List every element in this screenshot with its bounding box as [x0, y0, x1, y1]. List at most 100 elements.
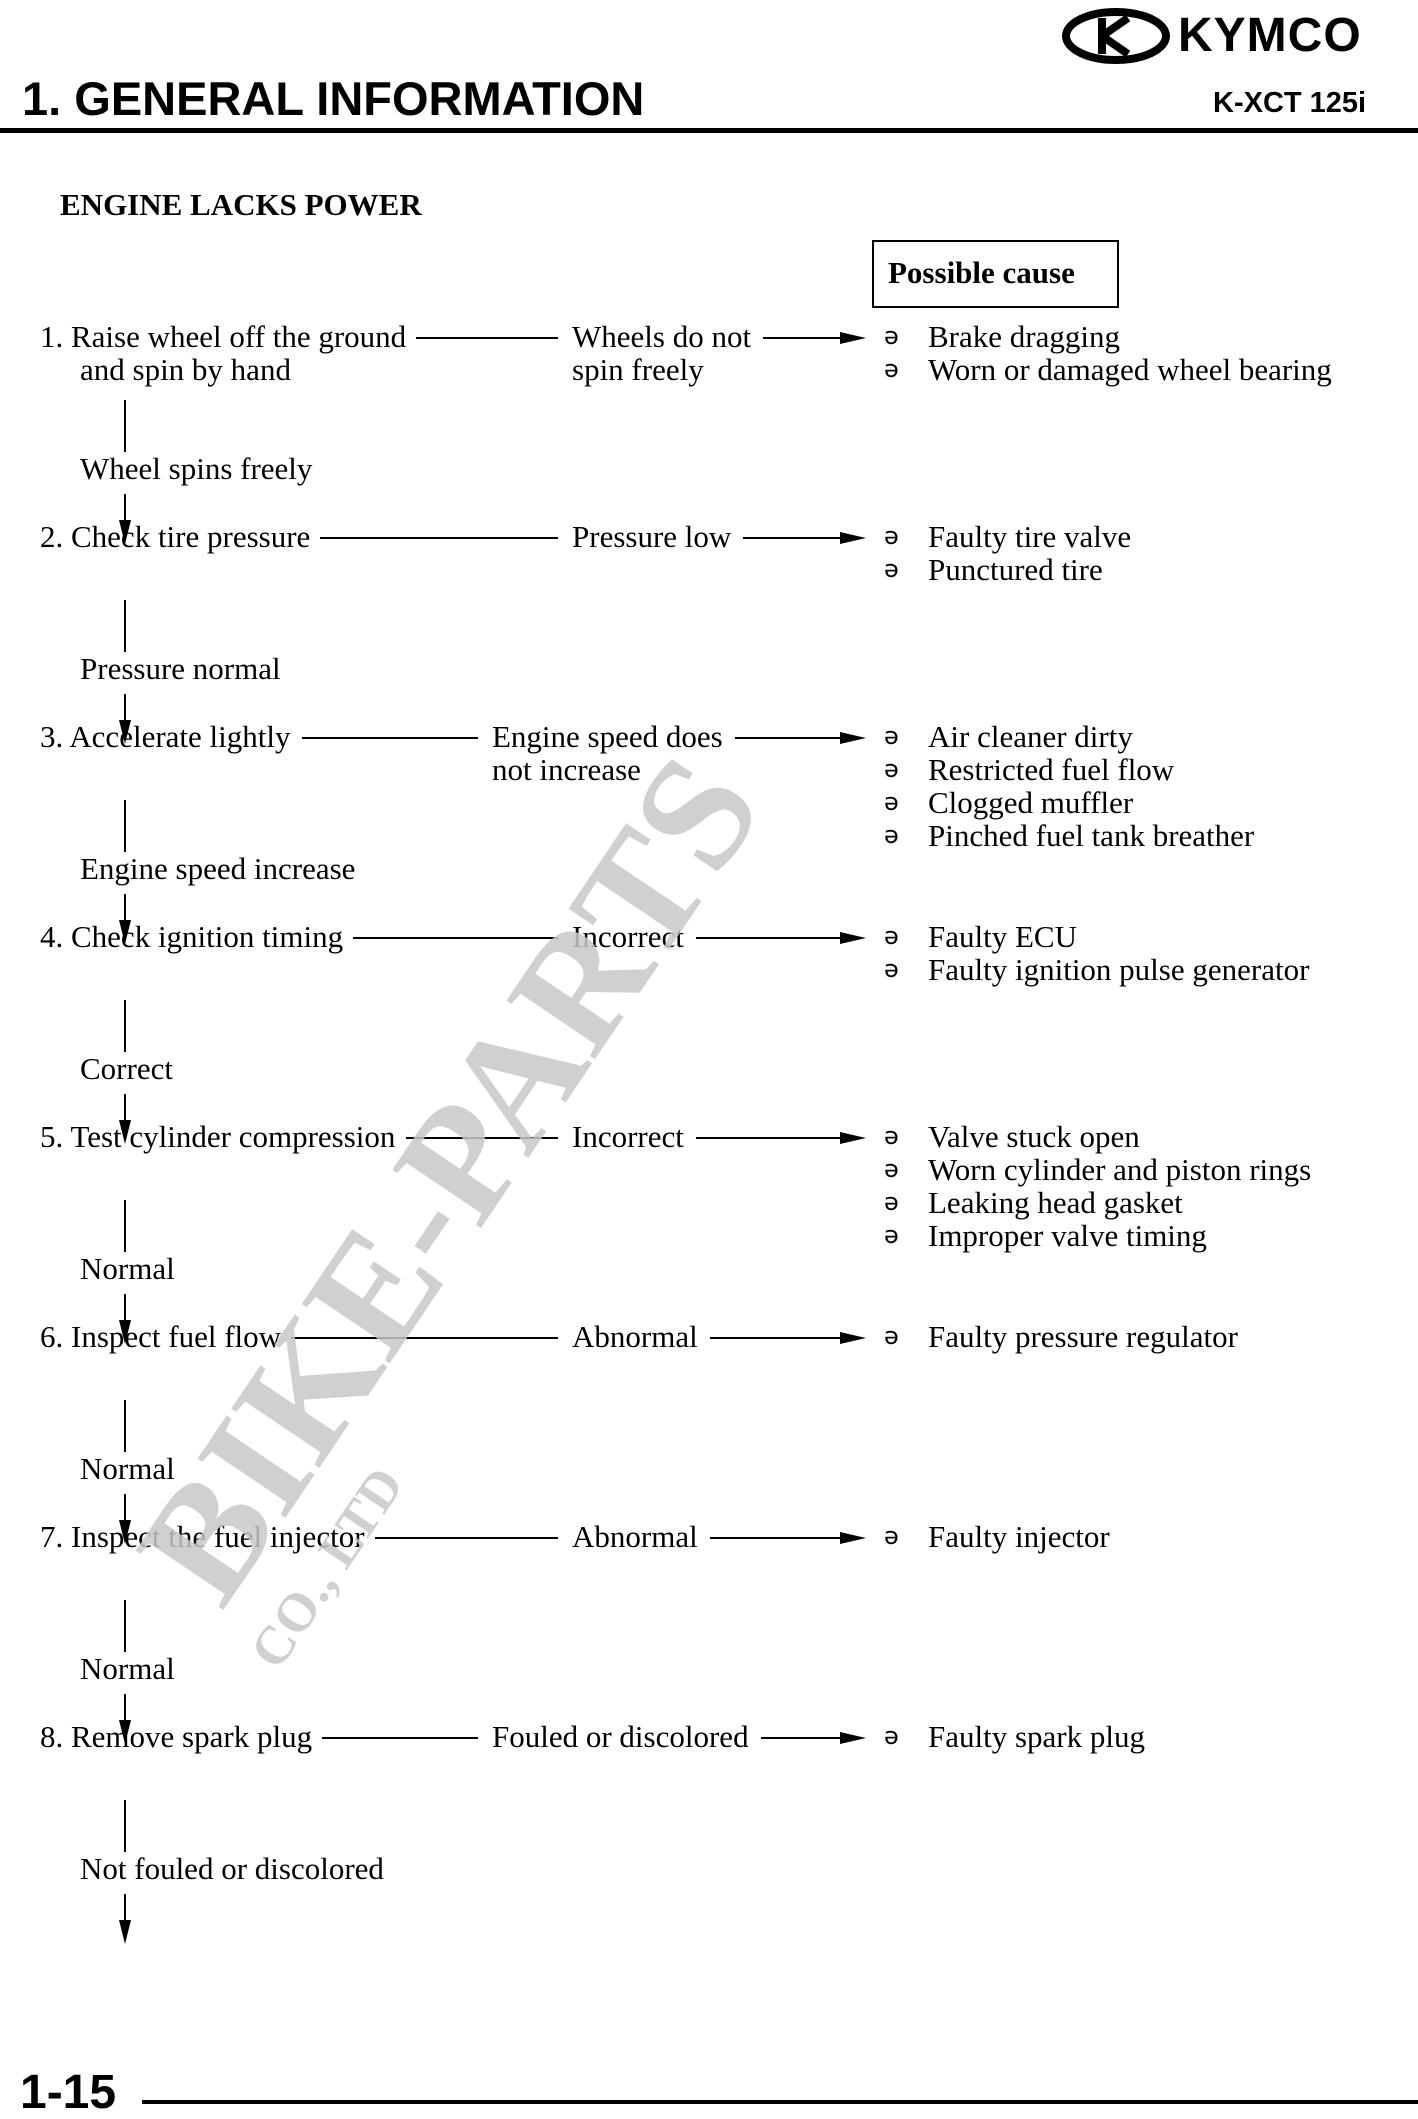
step-check-text: 7. Inspect the fuel injector [40, 1519, 365, 1554]
flow-down-line [124, 1294, 126, 1330]
possible-cause-item: Faulty ECU [928, 919, 1077, 954]
arrow-down-icon [119, 1120, 131, 1144]
cause-bullet-icon: ə [884, 821, 899, 849]
arrow-right-icon [840, 532, 866, 544]
cause-bullet-icon: ə [884, 1722, 899, 1750]
arrow-down-icon [119, 520, 131, 544]
possible-cause-item: Air cleaner dirty [928, 719, 1133, 754]
connector-line [405, 1137, 558, 1139]
possible-cause-item: Pinched fuel tank breather [928, 818, 1255, 853]
connector-line [353, 937, 558, 939]
step-pass-label: Normal [80, 1451, 175, 1486]
page-number: 1-15 [20, 2066, 117, 2119]
possible-cause-item: Punctured tire [928, 552, 1103, 587]
arrow-line [760, 1737, 840, 1739]
step-check-text: 5. Test cylinder compression [40, 1119, 396, 1154]
flow-down-line [124, 1000, 126, 1052]
connector-line [374, 1537, 558, 1539]
step-result-text: Engine speed does [492, 719, 723, 754]
arrow-right-icon [840, 1332, 866, 1344]
connector-line [291, 1337, 558, 1339]
cause-bullet-icon: ə [884, 1522, 899, 1550]
possible-cause-item: Brake dragging [928, 319, 1120, 354]
arrow-right-icon [840, 332, 866, 344]
step-result-text: spin freely [572, 352, 704, 387]
header-rule [0, 128, 1418, 133]
cause-bullet-icon: ə [884, 1122, 899, 1150]
section-title: 1. GENERAL INFORMATION [22, 72, 645, 125]
arrow-right-icon [840, 1532, 866, 1544]
cause-bullet-icon: ə [884, 755, 899, 783]
flow-down-line [124, 894, 126, 930]
possible-cause-item: Faulty pressure regulator [928, 1319, 1238, 1354]
flow-down-line [124, 1800, 126, 1852]
arrow-right-icon [840, 932, 866, 944]
footer-rule [142, 2100, 1418, 2104]
arrow-line [763, 337, 840, 339]
arrow-right-icon [840, 1132, 866, 1144]
arrow-line [695, 1137, 840, 1139]
step-result-text: Incorrect [572, 1119, 684, 1154]
possible-cause-label: Possible cause [888, 255, 1075, 290]
cause-bullet-icon: ə [884, 1322, 899, 1350]
flow-down-line [124, 800, 126, 852]
section-heading: ENGINE LACKS POWER [60, 187, 422, 222]
cause-bullet-icon: ə [884, 722, 899, 750]
possible-cause-item: Faulty tire valve [928, 519, 1132, 554]
connector-line [302, 737, 478, 739]
step-check-text: 6. Inspect fuel flow [40, 1319, 282, 1354]
step-check-text: 1. Raise wheel off the ground [40, 319, 407, 354]
flow-down-line [124, 400, 126, 452]
possible-cause-item: Faulty injector [928, 1519, 1110, 1554]
brand-name: KYMCO [1178, 9, 1362, 62]
cause-bullet-icon: ə [884, 1155, 899, 1183]
cause-bullet-icon: ə [884, 522, 899, 550]
step-check-text: 8. Remove spark plug [40, 1719, 313, 1754]
arrow-line [709, 1337, 840, 1339]
step-result-text: Fouled or discolored [492, 1719, 749, 1754]
step-pass-label: Correct [80, 1051, 173, 1086]
flow-down-line [124, 1400, 126, 1452]
step-check-text: 3. Accelerate lightly [40, 719, 291, 754]
arrow-down-icon [119, 920, 131, 944]
connector-line [320, 537, 558, 539]
step-check-text: 2. Check tire pressure [40, 519, 311, 554]
step-result-text: Abnormal [572, 1319, 698, 1354]
arrow-down-icon [119, 1520, 131, 1544]
arrow-down-icon [119, 1920, 131, 1944]
step-result-text: Pressure low [572, 519, 732, 554]
kymco-logo-mark-icon [1062, 8, 1170, 64]
step-pass-label: Engine speed increase [80, 851, 356, 886]
flow-down-line [124, 694, 126, 730]
arrow-down-icon [119, 1720, 131, 1744]
possible-cause-item: Worn or damaged wheel bearing [928, 352, 1332, 387]
flow-down-line [124, 1894, 126, 1930]
kymco-logo: KYMCO [1062, 8, 1402, 64]
possible-cause-item: Leaking head gasket [928, 1185, 1183, 1220]
flow-down-line [124, 1694, 126, 1730]
arrow-line [695, 937, 840, 939]
cause-bullet-icon: ə [884, 555, 899, 583]
cause-bullet-icon: ə [884, 1188, 899, 1216]
possible-cause-item: Worn cylinder and piston rings [928, 1152, 1312, 1187]
possible-cause-item: Clogged muffler [928, 785, 1134, 820]
cause-bullet-icon: ə [884, 322, 899, 350]
arrow-right-icon [840, 1732, 866, 1744]
step-check-text: 4. Check ignition timing [40, 919, 344, 954]
flow-down-line [124, 1600, 126, 1652]
cause-bullet-icon: ə [884, 355, 899, 383]
cause-bullet-icon: ə [884, 922, 899, 950]
possible-cause-box: Possible cause [872, 240, 1119, 308]
possible-cause-item: Faulty ignition pulse generator [928, 952, 1310, 987]
arrow-line [709, 1537, 840, 1539]
step-pass-label: Normal [80, 1251, 175, 1286]
step-result-text: not increase [492, 752, 641, 787]
flow-down-line [124, 1094, 126, 1130]
step-pass-label: Not fouled or discolored [80, 1851, 384, 1886]
step-result-text: Wheels do not [572, 319, 752, 354]
step-result-text: Abnormal [572, 1519, 698, 1554]
step-check-text: and spin by hand [80, 352, 291, 387]
possible-cause-item: Restricted fuel flow [928, 752, 1175, 787]
arrow-line [734, 737, 840, 739]
connector-line [322, 1737, 478, 1739]
